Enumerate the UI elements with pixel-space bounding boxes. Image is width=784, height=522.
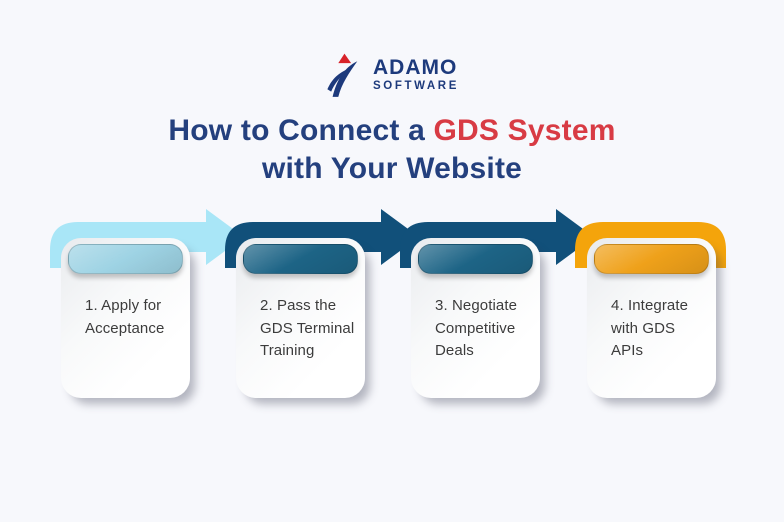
step-pill-1 [68, 244, 183, 274]
logo-subname: SOFTWARE [373, 80, 459, 93]
step-card-1: 1. Apply for Acceptance [61, 238, 190, 398]
steps-flow: 1. Apply for Acceptance 2. Pass the GDS … [0, 208, 784, 438]
step-card-2: 2. Pass the GDS Terminal Training [236, 238, 365, 398]
step-label-2: 2. Pass the GDS Terminal Training [260, 297, 355, 359]
adamo-logo-icon [327, 53, 358, 97]
adamo-logo: ADAMO SOFTWARE [0, 52, 784, 98]
step-label-1: 1. Apply for Acceptance [85, 297, 165, 337]
step-card-3: 3. Negotiate Competitive Deals [411, 238, 540, 398]
logo-name: ADAMO [373, 56, 458, 80]
page-title: How to Connect a GDS System with Your Web… [0, 112, 784, 188]
title-line1-normal: How to Connect a [168, 114, 434, 147]
step-pill-3 [418, 244, 533, 274]
title-line1-accent: GDS System [433, 114, 616, 147]
logo-text: ADAMO SOFTWARE [373, 57, 459, 93]
step-pill-2 [243, 244, 358, 274]
step-label-3: 3. Negotiate Competitive Deals [435, 297, 518, 359]
step-card-4: 4. Integrate with GDS APIs [587, 238, 716, 398]
step-pill-4 [594, 244, 709, 274]
step-label-4: 4. Integrate with GDS APIs [611, 297, 689, 359]
title-line2: with Your Website [261, 152, 523, 185]
